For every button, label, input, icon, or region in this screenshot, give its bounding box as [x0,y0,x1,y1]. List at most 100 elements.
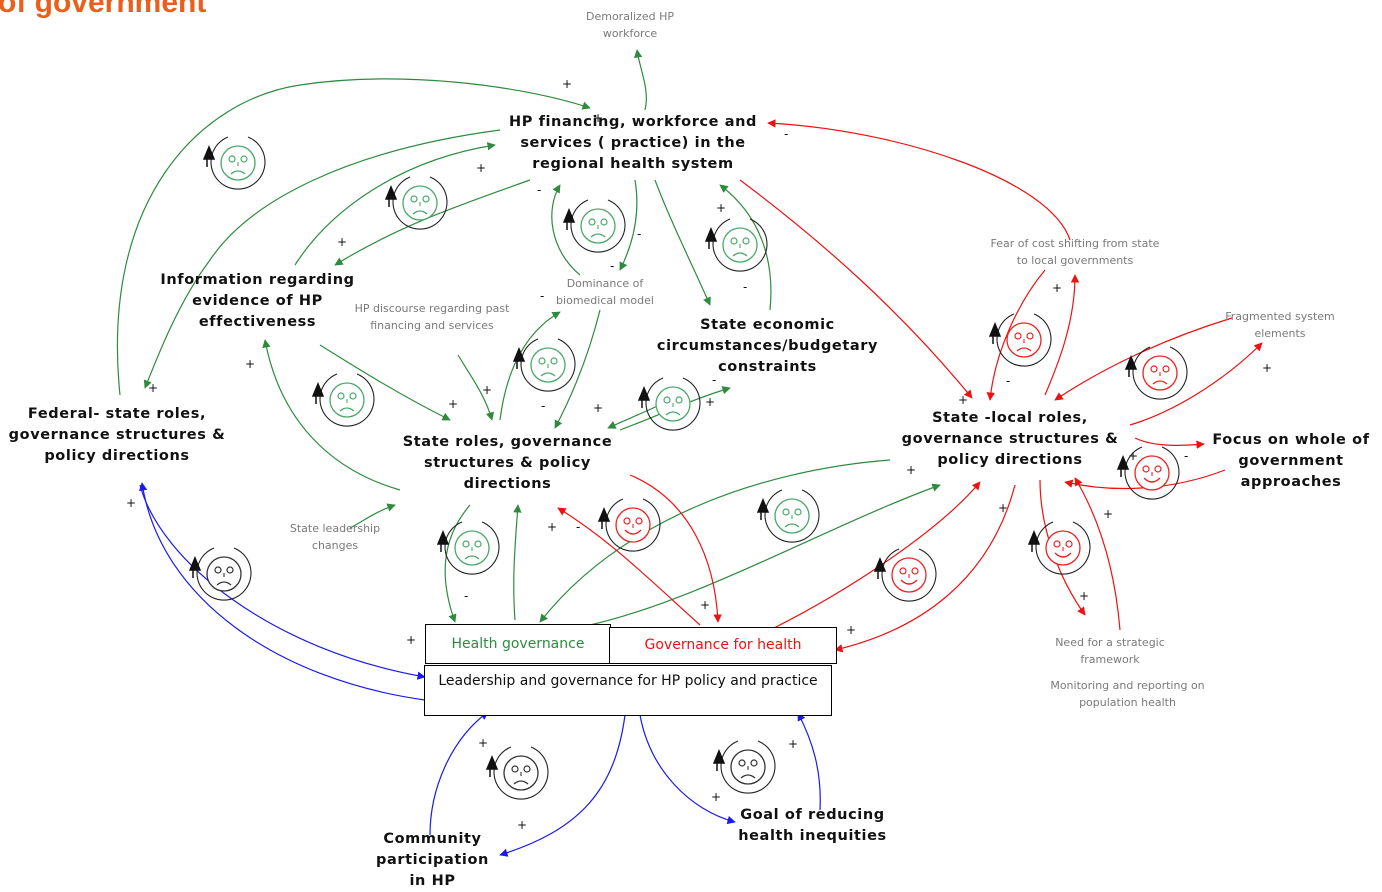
link-local-to-fear [1044,274,1080,396]
svg-text:+: + [406,633,416,647]
node-focus-whole: Focus on whole of government approaches [1212,432,1370,491]
page-title: of government [0,0,207,19]
svg-text:-: - [1184,449,1188,463]
node-fragmented: Fragmented system elements [1225,310,1335,341]
sad-face-icon [756,489,820,543]
sad-face-icon [485,746,549,800]
svg-text:-: - [540,289,544,303]
svg-text:+: + [1079,589,1089,603]
svg-text:+: + [906,463,916,477]
svg-text:+: + [958,393,968,407]
box-health-governance: Health governance [425,624,611,664]
happy-face-icon [1116,446,1180,500]
svg-text:+: + [478,736,488,750]
link-state-to-healthgov [444,504,471,623]
link-hp-to-demoralized [633,49,647,111]
svg-text:+: + [562,77,572,91]
svg-text:-: - [576,520,580,534]
node-demoralized: Demoralized HP workforce [586,10,674,41]
svg-text:+: + [1052,281,1062,295]
link-govhealth-to-state [557,507,701,626]
happy-face-icon [1027,521,1091,575]
link-hp-to-local [739,179,973,399]
svg-text:+: + [711,790,721,804]
sad-face-icon [188,547,252,601]
svg-text:+: + [593,111,603,125]
svg-text:+: + [593,401,603,415]
svg-text:-: - [610,259,614,273]
svg-text:-: - [537,183,541,197]
svg-text:+: + [547,520,557,534]
box-governance-for-health: Governance for health [609,627,837,664]
svg-text:+: + [482,383,492,397]
link-fear-to-hp [767,119,1071,241]
node-state-roles: State roles, governance structures & pol… [402,434,613,493]
link-hp-to-dominance [619,179,638,271]
link-fear-to-local [986,269,1046,401]
svg-text:-: - [784,127,788,141]
svg-text:+: + [1128,449,1138,463]
link-leadership-to-goal [639,714,736,825]
link-govhealth-to-local [769,481,981,631]
node-state-local: State -local roles, governance structure… [901,410,1119,469]
sad-face-icon [704,218,768,272]
link-economic-to-hp [719,184,772,311]
sad-face-icon [637,377,701,431]
link-state-to-information [262,339,401,491]
governance-for-health-label: Governance for health [644,637,802,653]
svg-text:+: + [705,395,715,409]
svg-text:+: + [716,201,726,215]
link-local-to-govhealth [834,484,1016,653]
link-leadership-to-community [499,714,626,857]
node-fear-cost: Fear of cost shifting from state to loca… [990,237,1160,268]
happy-face-icon [873,548,937,602]
link-discourse-to-state [457,354,495,421]
sad-face-icon [436,521,500,575]
link-local-to-healthgov [539,459,891,623]
svg-text:+: + [788,737,798,751]
node-goal-inequities: Goal of reducing health inequities [738,807,887,845]
sad-face-icon [1124,346,1188,400]
svg-text:+: + [1262,361,1272,375]
sad-face-icon [562,199,626,253]
link-healthgov-to-local [589,483,941,626]
node-hp-discourse: HP discourse regarding past financing an… [354,302,510,333]
svg-text:+: + [476,161,486,175]
svg-text:+: + [1103,507,1113,521]
link-dominance-to-state [554,309,601,429]
link-need-to-local [1074,477,1121,631]
node-state-economic: State economic circumstances/budgetary c… [656,317,879,376]
svg-text:+: + [337,235,347,249]
svg-text:+: + [700,598,710,612]
health-governance-label: Health governance [451,636,585,652]
svg-text:-: - [712,373,716,387]
link-dominance-to-hp [551,184,581,276]
link-goal-to-leadership [797,712,821,811]
svg-text:+: + [846,623,856,637]
svg-text:+: + [148,381,158,395]
box-leadership: Leadership and governance for HP policy … [424,665,832,716]
sad-face-icon [202,136,266,190]
link-community-to-leadership [429,711,489,836]
sad-face-icon [512,338,576,392]
loop-indicators [188,136,1188,800]
node-state-leadership: State leadership changes [289,522,381,553]
link-leadership-change-to-state [349,503,396,529]
link-local-to-focus [1134,437,1205,449]
leadership-label: Leadership and governance for HP policy … [438,673,818,689]
sad-face-icon [384,176,448,230]
node-community: Community participation in HP [376,831,489,890]
svg-text:+: + [245,357,255,371]
happy-face-icon [597,498,661,552]
link-hp-to-economic [654,179,711,306]
polarity-signs: +++ +-+ +++ --- -+- ++- -++ -++ -++ +++ … [126,77,1272,832]
svg-text:+: + [126,496,136,510]
sad-face-icon [988,313,1052,367]
node-dominance: Dominance of biomedical model [556,277,654,308]
svg-text:+: + [517,818,527,832]
sad-face-icon [311,373,375,427]
link-federal-to-leadership [139,484,426,680]
node-hp-financing: HP financing, workforce and services ( p… [508,114,758,173]
link-leadership-to-federal [139,482,426,701]
